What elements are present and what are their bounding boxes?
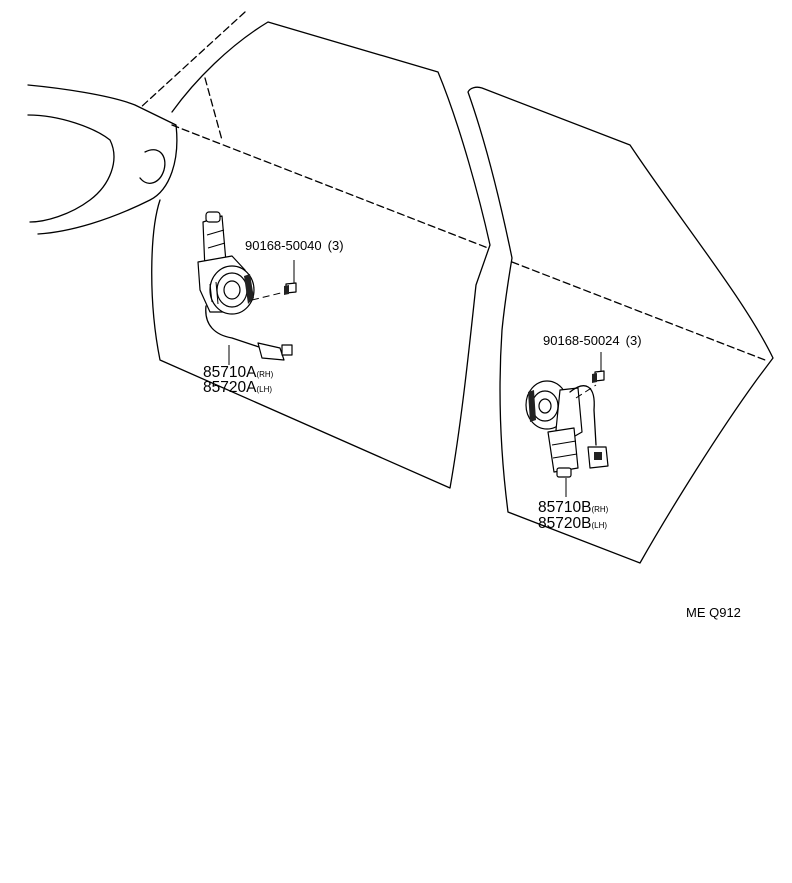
front-window-motor: [197, 211, 293, 361]
rear-screw: [592, 370, 605, 383]
front-motor-lh-label: 85720A(LH): [203, 379, 272, 396]
front-screw-part-number: 90168-50040(3): [245, 238, 344, 253]
front-motor-rh-label: 85710A(RH): [203, 364, 274, 381]
rear-screw-part-number: 90168-50024(3): [543, 333, 642, 348]
side-mirror: [27, 84, 178, 235]
front-screw: [284, 282, 297, 295]
rear-door-outline: [467, 86, 774, 564]
rear-window-motor: [525, 380, 609, 478]
front-door-outline: [27, 11, 491, 489]
rear-motor-lh-label: 85720B(LH): [538, 515, 607, 532]
illustration-code: ME Q912: [686, 605, 741, 620]
rear-motor-rh-label: 85710B(RH): [538, 499, 609, 516]
